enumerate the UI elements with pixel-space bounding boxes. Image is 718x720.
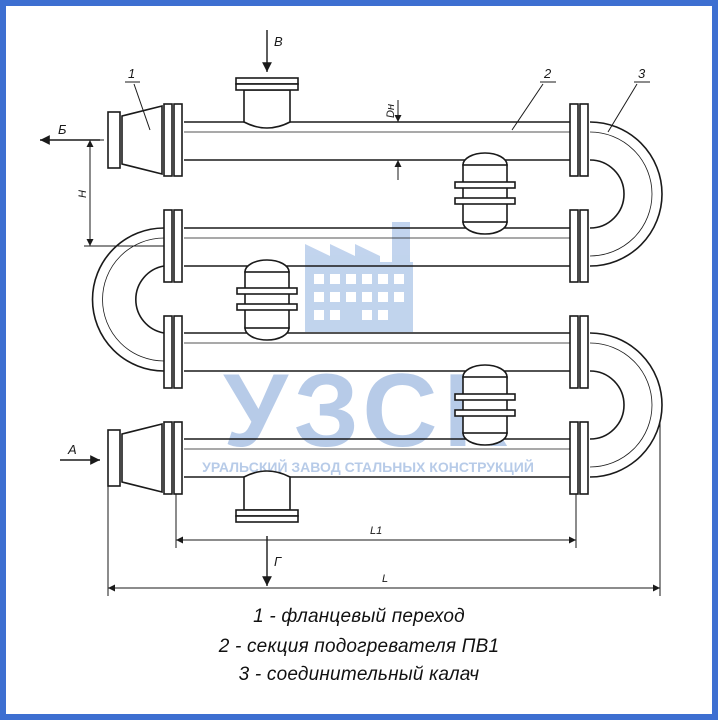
flanges <box>163 103 589 495</box>
dimensions <box>84 81 661 596</box>
nozzle-top <box>235 77 299 129</box>
flow-label-g: Г <box>274 554 282 569</box>
flow-label-b: Б <box>58 122 67 137</box>
legend-item-3: 3 - соединительный калач <box>238 664 480 685</box>
dim-label-dn: Dн <box>385 104 397 118</box>
cross-connector-2 <box>236 259 298 341</box>
cross-connector-3 <box>454 364 516 446</box>
flow-label-v: В <box>274 34 283 49</box>
nozzle-bottom <box>235 470 299 523</box>
part-label-3: 3 <box>638 66 646 81</box>
watermark-subtitle: УРАЛЬСКИЙ ЗАВОД СТАЛЬНЫХ КОНСТРУКЦИЙ <box>202 458 534 475</box>
dim-label-l: L <box>382 573 388 585</box>
dim-label-h: H <box>77 190 89 198</box>
legend-item-1: 1 - фланцевый переход <box>253 606 465 627</box>
flange-transition-outlet <box>107 104 163 176</box>
legend-item-2: 2 - секция подогревателя ПВ1 <box>218 636 500 657</box>
dim-label-l1: L1 <box>370 525 382 537</box>
heat-exchanger-drawing: УЗСК УРАЛЬСКИЙ ЗАВОД СТАЛЬНЫХ КОНСТРУКЦИ… <box>40 30 663 596</box>
flange-transition-inlet <box>107 422 163 494</box>
factory-icon <box>305 222 413 332</box>
cross-connector-1 <box>454 152 516 235</box>
part-label-1: 1 <box>128 66 135 81</box>
flow-label-a: А <box>67 442 77 457</box>
part-label-2: 2 <box>543 66 552 81</box>
